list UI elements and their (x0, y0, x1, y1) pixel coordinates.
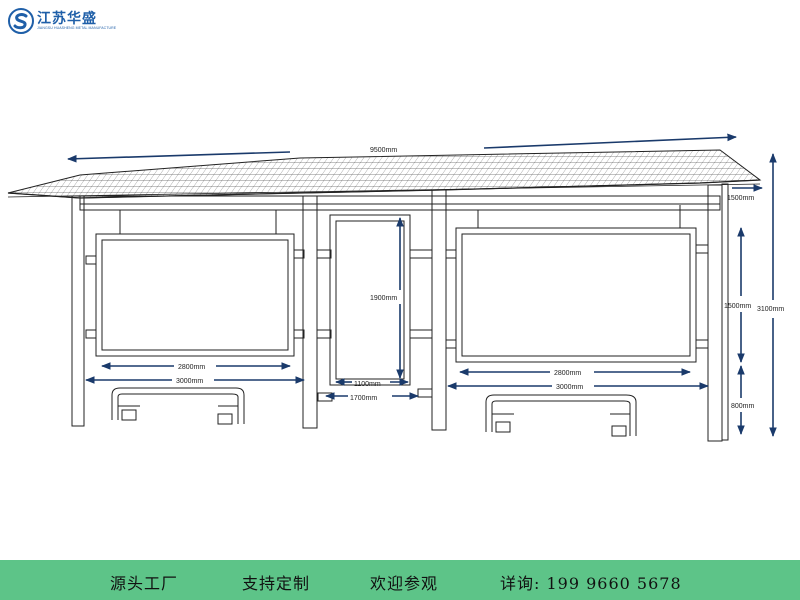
dim-roof-overhang: 1500mm (727, 195, 754, 202)
frame (71, 183, 729, 442)
dim-door-bay-width: 1700mm (350, 395, 377, 402)
footer-item-factory: 源头工厂 (110, 574, 179, 593)
dim-right-bay-width: 3000mm (556, 384, 583, 391)
logo-title: 江苏华盛 (37, 10, 97, 27)
dim-total-length: 9500mm (370, 147, 397, 154)
footer-item-custom: 支持定制 (242, 574, 311, 593)
dimension-labels: 9500mm 1500mm 3100mm 1500mm 800mm 1900mm… (176, 147, 784, 410)
dimension-lines (67, 133, 777, 437)
logo-subtitle: JIANGSU HUASHENG METAL MANUFACTURE (37, 25, 117, 30)
dim-base-height: 800mm (731, 403, 755, 410)
logo-s-icon (8, 8, 34, 34)
footer-item-contact: 详询: 199 9660 5678 (500, 574, 682, 593)
dim-door-width: 1100mm (354, 381, 381, 388)
shelter-drawing: 9500mm 1500mm 3100mm 1500mm 800mm 1900mm… (7, 133, 784, 442)
footer-item-visit: 欢迎参观 (370, 574, 439, 593)
dim-right-board-width: 2800mm (554, 370, 581, 377)
dim-door-height: 1900mm (370, 295, 397, 302)
dim-total-height: 3100mm (757, 306, 784, 313)
footer-banner: 源头工厂 支持定制 欢迎参观 详询: 199 9660 5678 (0, 560, 800, 600)
dim-board-height: 1500mm (724, 303, 751, 310)
dim-left-board-width: 2800mm (178, 364, 205, 371)
company-logo: 江苏华盛 JIANGSU HUASHENG METAL MANUFACTURE (8, 8, 116, 34)
dim-left-bay-width: 3000mm (176, 378, 203, 385)
